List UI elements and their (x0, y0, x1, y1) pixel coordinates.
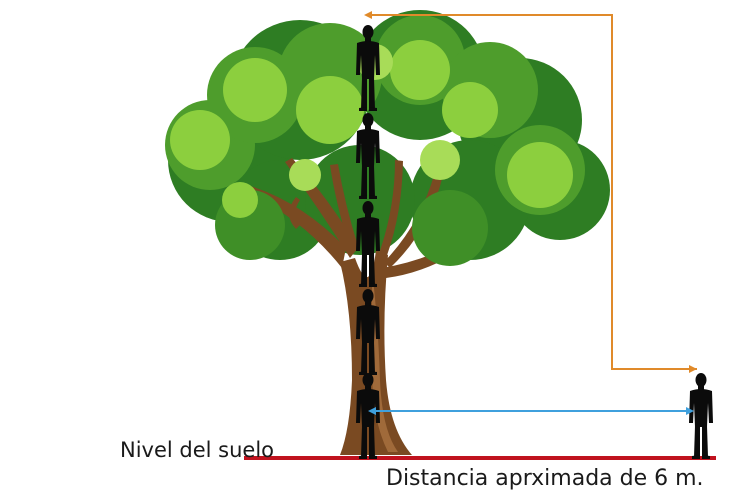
distance-label: Distancia aprximada de 6 m. (386, 466, 704, 491)
tree (165, 10, 610, 455)
ground-level-label: Nivel del suelo (120, 438, 275, 462)
observer-figure (689, 373, 713, 459)
tree-canopy-front (165, 15, 585, 266)
distance-arrow (368, 407, 694, 415)
height-sight-arrow (364, 11, 697, 373)
